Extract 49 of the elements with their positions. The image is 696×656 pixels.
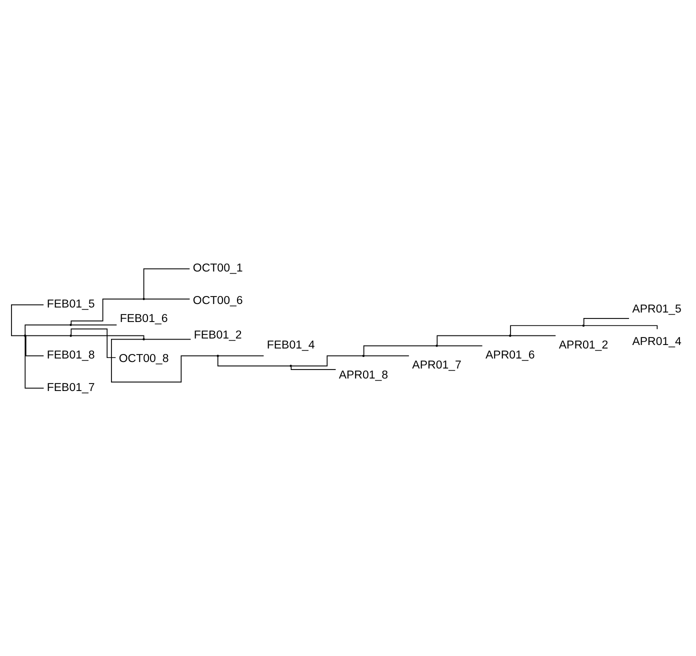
- node-text: APR01_5: [632, 303, 682, 316]
- node-point: [142, 297, 145, 300]
- connector: [144, 298, 190, 299]
- connector: [218, 354, 264, 356]
- node-text: FEB01_4: [266, 338, 315, 351]
- connector: [437, 344, 483, 346]
- node-text: OCT00_8: [118, 352, 169, 365]
- connector: [510, 324, 584, 335]
- connector: [25, 334, 70, 336]
- connector: [436, 334, 510, 345]
- node-point: [290, 364, 292, 367]
- node-text: APR01_2: [558, 338, 608, 351]
- node-text: OCT00_1: [192, 262, 243, 274]
- connector: [71, 324, 118, 325]
- connector: [25, 334, 44, 356]
- node-text: FEB01_2: [194, 328, 242, 341]
- connector: [143, 268, 190, 298]
- node-text: APR01_4: [632, 335, 682, 348]
- connector: [24, 324, 70, 335]
- connector: [217, 356, 290, 366]
- node-point: [70, 334, 72, 336]
- connector: [363, 344, 436, 355]
- connector: [583, 318, 630, 324]
- node-text: FEB01_8: [46, 349, 95, 362]
- node-point: [362, 354, 365, 356]
- connector: [24, 336, 44, 388]
- connector: [364, 354, 410, 356]
- node-point: [509, 334, 512, 336]
- node-text: FEB01_6: [120, 312, 168, 324]
- connector: [510, 334, 556, 336]
- node-point: [142, 338, 145, 340]
- node-point: [582, 324, 585, 326]
- connector: [291, 354, 363, 366]
- connector: [584, 324, 658, 330]
- node-point: [436, 344, 438, 346]
- node-text: FEB01_5: [46, 298, 95, 310]
- node-point: [70, 323, 72, 326]
- node-text: OCT00_6: [192, 294, 243, 306]
- node-text: FEB01_7: [46, 381, 95, 394]
- node-text: APR01_8: [338, 369, 388, 382]
- node-text: APR01_6: [486, 349, 535, 362]
- connector: [70, 328, 116, 358]
- node-point: [216, 354, 219, 356]
- connector: [144, 338, 192, 340]
- connector: [71, 334, 144, 338]
- connector: [290, 366, 336, 370]
- connector: [70, 298, 144, 324]
- node-point: [24, 334, 26, 336]
- node-text: APR01_7: [412, 359, 462, 372]
